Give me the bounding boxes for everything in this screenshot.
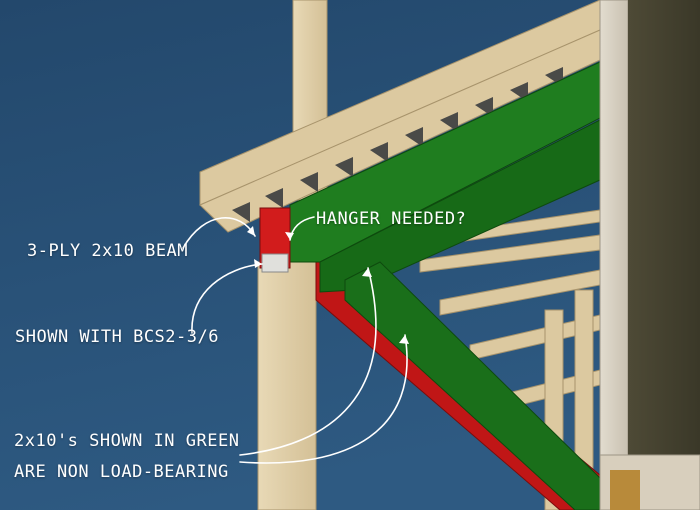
wall-interior <box>628 0 700 465</box>
green-leader-2 <box>239 334 408 464</box>
bcs-connector <box>261 253 289 273</box>
green-leader-1 <box>239 267 377 456</box>
connector-leader <box>191 263 263 334</box>
connector-label: SHOWN WITH BCS2-3/6 <box>15 327 219 347</box>
leader-arrowheads <box>247 226 409 344</box>
green-note-line2: ARE NON LOAD-BEARING <box>14 462 229 482</box>
beam-label: 3-PLY 2x10 BEAM <box>27 241 189 261</box>
green-diagonal-brace <box>344 261 601 510</box>
leader-lines <box>182 216 408 464</box>
beam-leader <box>182 216 256 249</box>
truss-webs <box>232 67 563 222</box>
hanger-label: HANGER NEEDED? <box>316 209 467 229</box>
green-note-line1: 2x10's SHOWN IN GREEN <box>14 431 240 451</box>
front-post <box>257 261 317 510</box>
wall-base-lumber <box>610 470 640 510</box>
wall-panel <box>599 0 629 466</box>
green-rafter-lower <box>319 119 601 293</box>
